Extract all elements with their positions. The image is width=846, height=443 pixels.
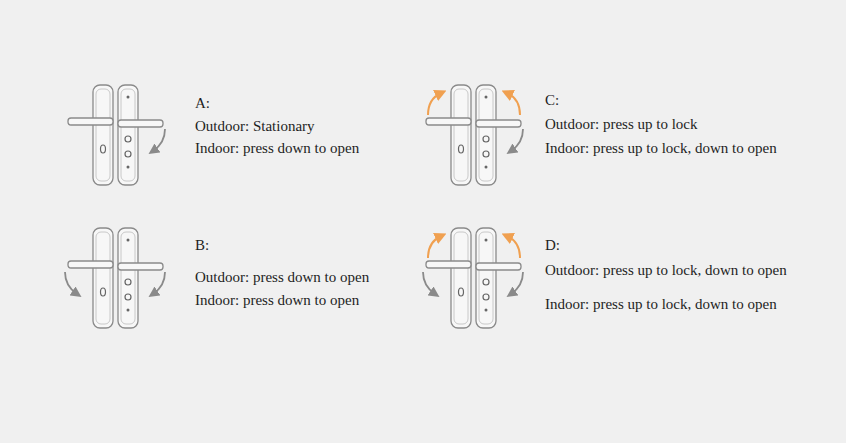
- handle-description: Outdoor: press up to lock: [545, 115, 697, 133]
- handle-description: Indoor: press up to lock, down to open: [545, 139, 777, 157]
- option-letter: A:: [195, 94, 210, 112]
- option-letter: D:: [545, 236, 560, 254]
- option-letter: C:: [545, 91, 559, 109]
- handle-description: Outdoor: press up to lock, down to open: [545, 261, 787, 279]
- option-letter: B:: [195, 236, 209, 254]
- handle-description: Indoor: press down to open: [195, 139, 359, 157]
- handle-description: Outdoor: Stationary: [195, 117, 315, 135]
- handle-description: Indoor: press down to open: [195, 291, 359, 309]
- handle-description: Indoor: press up to lock, down to open: [545, 295, 777, 313]
- handle-description: Outdoor: press down to open: [195, 268, 369, 286]
